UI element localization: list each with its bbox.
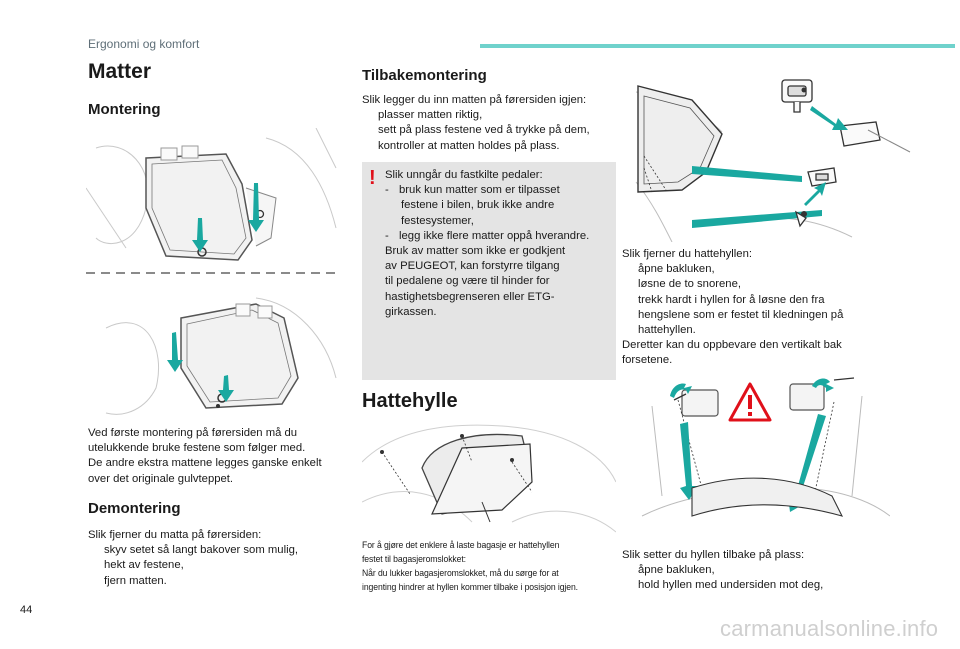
list-item: løsne de to snorene, — [622, 277, 890, 292]
tilbakemontering-text: Slik legger du inn matten på førersiden … — [362, 93, 622, 154]
list-item: -bruk kun matter som er tilpasset — [385, 183, 613, 198]
list-item: åpne bakluken, — [622, 262, 890, 277]
shelf-removal-text: Slik fjerner du hattehyllen: åpne bakluk… — [622, 247, 890, 369]
list-item-text: åpne bakluken, — [638, 263, 715, 276]
list-item: hold hyllen med undersiden mot deg, — [622, 578, 890, 593]
list-item: åpne bakluken, — [622, 563, 890, 578]
warning-extra-line: hastighetsbegrenseren eller ETG- — [385, 290, 555, 303]
list-item-text: fjern matten. — [104, 574, 167, 587]
montering-line: utelukkende bruke festene som følger med… — [88, 442, 306, 455]
list-item: hekt av festene, — [88, 558, 348, 573]
caption-line: ingenting hindrer at hyllen kommer tilba… — [362, 582, 578, 592]
montering-text: Ved første montering på førersiden må du… — [88, 426, 348, 487]
list-item-text: festene i bilen, bruk ikke andre — [401, 199, 555, 212]
list-item: trekk hardt i hyllen for å løsne den fra — [622, 293, 890, 308]
montering-heading: Montering — [88, 101, 161, 118]
list-item: kontroller at matten holdes på plass. — [362, 139, 622, 154]
list-item-text: hold hyllen med undersiden mot deg, — [638, 579, 824, 592]
dash-icon: - — [385, 229, 389, 242]
warning-icon: ! — [369, 167, 376, 189]
refit-intro: Slik setter du hyllen tilbake på plass: — [622, 549, 805, 561]
list-item-text: bruk kun matter som er tilpasset — [399, 184, 560, 197]
dash-icon: - — [385, 184, 389, 197]
page-title: Matter — [88, 60, 152, 83]
list-item-text: skyv setet så langt bakover som mulig, — [104, 544, 299, 557]
caption-line: festet til bagasjeromslokket: — [362, 554, 467, 564]
list-item: plasser matten riktig, — [362, 108, 622, 123]
shelf-refit-text: Slik setter du hyllen tilbake på plass: … — [622, 548, 890, 594]
remove-intro: Slik fjerner du hattehyllen: — [622, 248, 752, 260]
list-item-text: hattehyllen. — [638, 324, 696, 337]
list-item: fjern matten. — [88, 574, 348, 589]
shelf-caption: For å gjøre det enklere å laste bagasje … — [362, 538, 606, 594]
list-item-text: trekk hardt i hyllen for å løsne den fra — [638, 293, 825, 306]
watermark: carmanualsonline.info — [720, 616, 939, 641]
parcel-shelf-illustration — [362, 424, 616, 533]
caption-line: Når du lukker bagasjeromslokket, må du s… — [362, 568, 559, 578]
warning-box — [362, 162, 616, 380]
warning-intro: Slik unngår du fastkilte pedaler: — [385, 169, 543, 181]
list-item-text: sett på plass festene ved å trykke på de… — [378, 124, 590, 137]
tilbake-intro: Slik legger du inn matten på førersiden … — [362, 94, 587, 106]
montering-line: over det originale gulvteppet. — [88, 472, 234, 485]
list-item: sett på plass festene ved å trykke på de… — [362, 123, 622, 138]
hattehylle-heading: Hattehylle — [362, 390, 458, 412]
montering-line: De andre ekstra mattene legges ganske en… — [88, 457, 322, 470]
list-item-text: legg ikke flere matter oppå hverandre. — [399, 229, 590, 242]
montering-line: Ved første montering på førersiden må du — [88, 427, 298, 439]
caption-line: For å gjøre det enklere å laste bagasje … — [362, 540, 560, 550]
list-item-text: kontroller at matten holdes på plass. — [378, 139, 560, 152]
tailgate-illustration — [641, 377, 890, 517]
warning-extra-line: Bruk av matter som ikke er godkjent — [385, 245, 566, 258]
list-item: skyv setet så langt bakover som mulig, — [88, 543, 348, 558]
warning-extra-line: av PEUGEOT, kan forstyrre tilgang — [385, 260, 560, 273]
header-accent-bar — [480, 44, 955, 48]
section-header: Ergonomi og komfort — [88, 37, 200, 51]
list-item-text: åpne bakluken, — [638, 564, 715, 577]
remove-after-line: forsetene. — [622, 354, 673, 367]
list-item-text: hekt av festene, — [104, 559, 184, 572]
list-item-text: plasser matten riktig, — [378, 109, 483, 122]
demontering-text: Slik fjerner du matta på førersiden: sky… — [88, 528, 348, 589]
demontering-intro: Slik fjerner du matta på førersiden: — [88, 529, 262, 541]
page-number: 44 — [20, 604, 33, 616]
shelf-removal-illustration — [635, 79, 911, 242]
floor-mat-illustration — [86, 128, 340, 420]
demontering-heading: Demontering — [88, 500, 181, 517]
tilbakemontering-heading: Tilbakemontering — [362, 67, 487, 84]
remove-after-line: Deretter kan du oppbevare den vertikalt … — [622, 339, 842, 352]
warning-extra-line: til pedalene og være til hinder for — [385, 275, 550, 288]
warning-extra-line: girkassen. — [385, 305, 437, 318]
list-item-text: løsne de to snorene, — [638, 278, 741, 291]
list-item: -legg ikke flere matter oppå hverandre. — [385, 229, 613, 244]
list-item-text: festesystemer, — [401, 214, 474, 227]
list-item-text: hengslene som er festet til kledningen p… — [638, 308, 844, 321]
warning-text: Slik unngår du fastkilte pedaler: -bruk … — [385, 168, 613, 320]
